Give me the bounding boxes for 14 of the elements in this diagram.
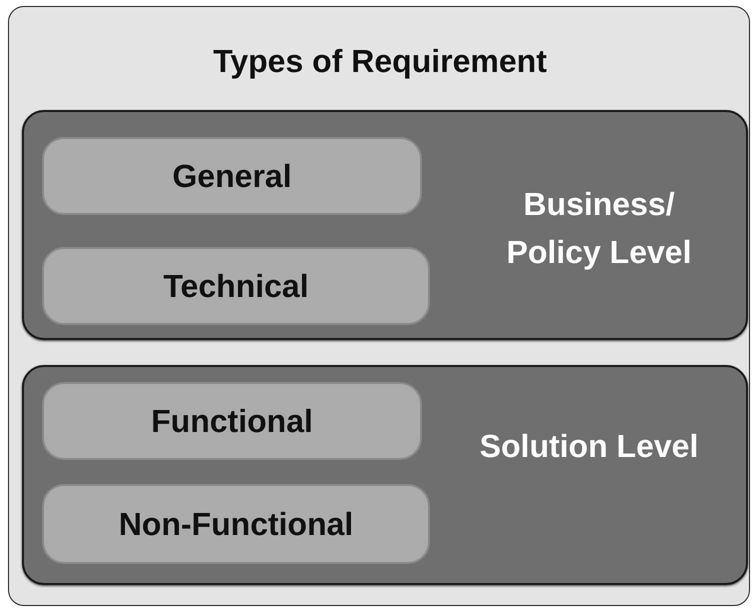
requirement-label: General [171,157,293,196]
frame-heading: Types of Requirement [212,42,548,81]
requirement-label: Non-Functional [118,505,354,544]
level-label: Solution Level [478,427,700,466]
requirement-label: Technical [162,267,310,306]
requirement-box [42,247,430,325]
level-panel [22,365,748,585]
requirement-box [42,484,430,564]
diagram-frame [8,6,750,606]
requirement-box [42,137,422,215]
level-label: Business/ Policy Level [506,185,692,272]
level-panel [22,110,748,340]
requirement-box [42,382,422,460]
requirement-label: Functional [150,402,314,441]
